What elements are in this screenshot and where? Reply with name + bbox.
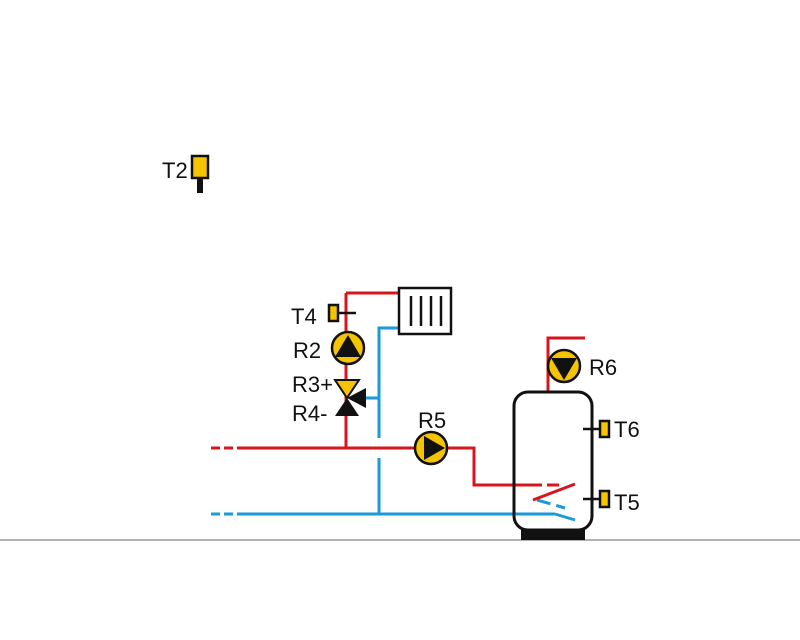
label-t5: T5	[614, 490, 640, 515]
cold-coil-diag	[536, 498, 566, 510]
radiator	[397, 286, 453, 336]
sensor-t6-body	[598, 419, 611, 439]
storage-tank	[512, 390, 594, 540]
pump-r5	[413, 430, 449, 466]
radiator-body	[397, 286, 453, 336]
pump-r6	[546, 348, 582, 384]
cold-coil-end	[554, 512, 576, 522]
label-r2: R2	[293, 338, 321, 363]
sensor-t5	[583, 489, 611, 509]
tank-base	[521, 530, 585, 540]
sensor-t2	[190, 154, 210, 193]
sensor-t4	[327, 303, 356, 323]
label-r6: R6	[589, 355, 617, 380]
label-r3: R3+	[292, 372, 333, 397]
sensor-t6	[583, 419, 611, 439]
valve-upper-triangle	[333, 379, 361, 400]
pump-r2	[330, 330, 366, 366]
pump-r5-arrow-icon	[424, 436, 445, 460]
sensor-t4-body	[327, 303, 340, 323]
pump-r2-arrow-icon	[335, 335, 361, 357]
hot-pipes	[211, 291, 585, 502]
pump-r6-arrow-icon	[551, 358, 577, 380]
label-t2: T2	[162, 158, 188, 183]
hot-coil-diag-2	[532, 482, 576, 502]
sensor-t5-body	[598, 489, 611, 509]
mixing-valve	[333, 379, 366, 416]
label-t4: T4	[291, 304, 317, 329]
label-r5: R5	[418, 408, 446, 433]
hot-r6-loop	[546, 336, 585, 392]
cold-radiator-return	[377, 326, 399, 438]
label-t6: T6	[614, 417, 640, 442]
hot-to-tank	[448, 446, 530, 487]
sensor-t2-stem	[197, 178, 203, 193]
cold-pipes	[211, 326, 576, 522]
tank-body	[512, 390, 594, 532]
label-r4: R4-	[292, 401, 327, 426]
valve-side-triangle	[347, 388, 366, 408]
valve-lower-triangle	[335, 398, 359, 416]
sensor-t2-body	[190, 154, 210, 180]
